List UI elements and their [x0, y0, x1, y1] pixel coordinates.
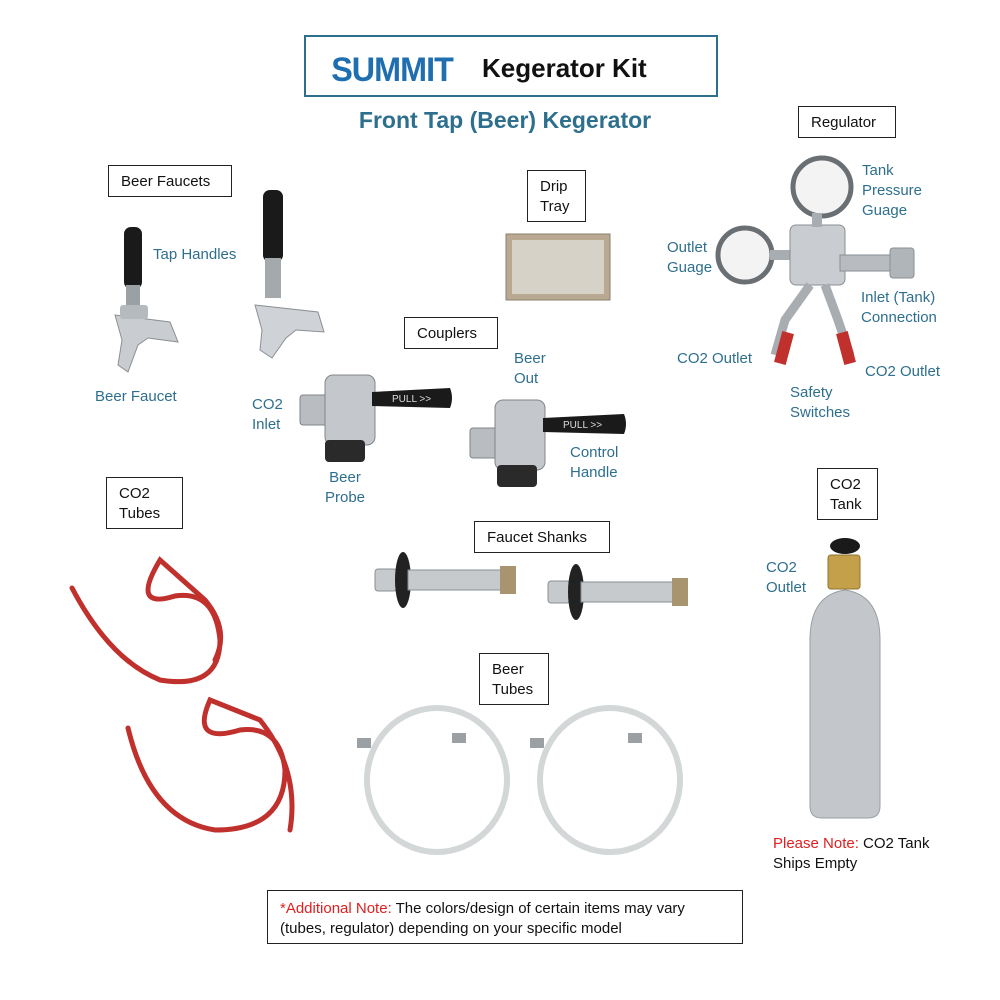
- summit-logo: SUMMIT: [331, 51, 454, 89]
- additional-note-box: *Additional Note: The colors/design of c…: [267, 890, 743, 944]
- drip-tray-illustration: [505, 233, 611, 301]
- please-note-text: CO2 Tank: [858, 835, 930, 852]
- coupler-2-pull-text: PULL >>: [563, 420, 602, 431]
- section-beer-tubes: Beer Tubes: [479, 653, 549, 705]
- kit-title: Kegerator Kit: [482, 53, 647, 83]
- please-note-prefix: Please Note:: [773, 835, 859, 852]
- label-outlet-guage: Outlet Guage: [667, 239, 713, 276]
- label-beer-faucet: Beer Faucet: [95, 388, 177, 405]
- additional-note-text: The colors/design of certain items may v…: [391, 900, 685, 917]
- beer-faucet-2: [254, 190, 325, 359]
- coupler-1-pull-text: PULL >>: [392, 394, 431, 405]
- label-co2-outlet-right: CO2 Outlet: [865, 363, 941, 380]
- label-beer-probe: Beer Probe: [325, 469, 366, 506]
- label-co2-outlet-tank: CO2 Outlet: [766, 559, 807, 596]
- label-co2-inlet: CO2 Inlet: [252, 396, 283, 433]
- label-inlet-tank-connection: Inlet (Tank) Connection: [861, 289, 937, 326]
- please-note: Please Note: CO2 Tank Ships Empty: [773, 834, 929, 874]
- title-banner: SUMMIT Kegerator Kit: [304, 35, 718, 97]
- section-regulator: Regulator: [798, 106, 896, 138]
- label-tank-pressure-guage: Tank Pressure Guage: [862, 162, 923, 219]
- section-drip-tray: Drip Tray: [527, 170, 586, 222]
- faucet-shank-2: [547, 564, 688, 620]
- page-subtitle: Front Tap (Beer) Kegerator: [358, 107, 652, 133]
- additional-note-prefix: *Additional Note:: [280, 900, 392, 917]
- coupler-1: PULL >>: [299, 374, 452, 462]
- section-faucet-shanks: Faucet Shanks: [474, 521, 610, 553]
- section-co2-tubes: CO2 Tubes: [106, 477, 183, 529]
- please-note-text2: Ships Empty: [773, 855, 858, 872]
- section-couplers: Couplers: [404, 317, 498, 349]
- co2-tube-1: [69, 556, 224, 685]
- co2-tank-cylinder: [809, 589, 881, 819]
- label-co2-outlet-left: CO2 Outlet: [677, 350, 753, 367]
- co2-tank-valve: [827, 554, 861, 590]
- faucet-shank-1: [374, 552, 516, 608]
- additional-note-text2: (tubes, regulator) depending on your spe…: [280, 920, 622, 937]
- beer-faucet-1: [114, 227, 179, 373]
- beer-tube-1: [364, 705, 510, 855]
- label-beer-out: Beer Out: [514, 350, 546, 387]
- beer-tube-2: [537, 705, 683, 855]
- section-co2-tank: CO2 Tank: [817, 468, 878, 520]
- label-tap-handles: Tap Handles: [153, 246, 237, 263]
- section-beer-faucets: Beer Faucets: [108, 165, 232, 197]
- co2-tube-2: [125, 696, 295, 833]
- label-safety-switches: Safety Switches: [790, 384, 851, 421]
- coupler-2: PULL >>: [469, 399, 626, 487]
- label-control-handle: Control Handle: [570, 444, 619, 481]
